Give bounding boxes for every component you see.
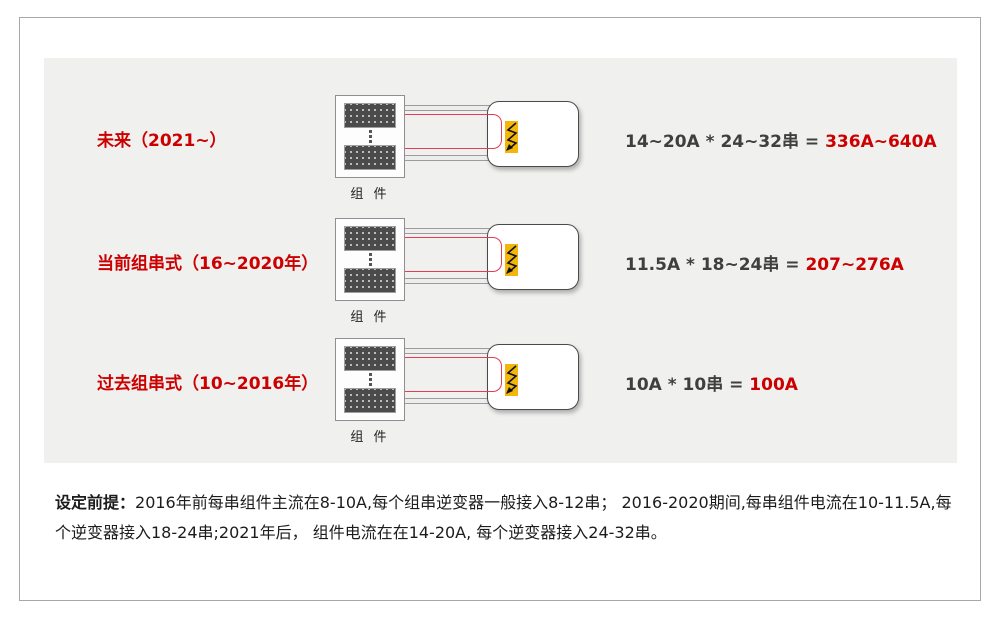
pv-panel bbox=[344, 388, 396, 413]
ellipsis-dots bbox=[368, 253, 372, 266]
dc-wire-red-loop bbox=[405, 357, 502, 392]
assumption-prefix: 设定前提： bbox=[55, 493, 136, 512]
module-label: 组 件 bbox=[350, 187, 390, 202]
dc-wire-gray-bottom bbox=[405, 278, 492, 284]
assumption-note: 设定前提：2016年前每串组件主流在8-10A,每个组串逆变器一般接入8-12串… bbox=[55, 488, 957, 547]
pv-panel bbox=[344, 268, 396, 293]
formula-expression: 11.5A * 18~24串 = bbox=[625, 255, 806, 275]
era-label: 当前组串式（16~2020年） bbox=[97, 254, 319, 274]
lightning-bolt-icon bbox=[505, 121, 518, 153]
formula-result: 336A~640A bbox=[825, 132, 937, 152]
dc-wire-red-loop bbox=[405, 237, 502, 272]
inverter-box bbox=[487, 344, 579, 410]
dc-wire-gray-top bbox=[405, 228, 492, 234]
diagram-row-current: 当前组串式（16~2020年） 组 件 11.5A * 18~24串 = 207… bbox=[44, 218, 957, 333]
pv-module-box bbox=[335, 338, 405, 421]
pv-panel bbox=[344, 103, 396, 128]
module-label: 组 件 bbox=[350, 430, 390, 445]
inverter-box bbox=[487, 224, 579, 290]
diagram-row-past: 过去组串式（10~2016年） 组 件 10A * 10串 = 100A bbox=[44, 338, 957, 453]
formula-expression: 10A * 10串 = bbox=[625, 375, 750, 395]
dc-wire-gray-top bbox=[405, 105, 492, 111]
pv-panel bbox=[344, 145, 396, 170]
current-formula: 10A * 10串 = 100A bbox=[625, 370, 798, 395]
dc-wire-gray-top bbox=[405, 348, 492, 354]
diagram-row-future: 未来（2021~） 组 件 14~20A * 24~32串 = 336A~640… bbox=[44, 95, 957, 210]
diagram-panel: 未来（2021~） 组 件 14~20A * 24~32串 = 336A~640… bbox=[44, 58, 957, 463]
ellipsis-dots bbox=[368, 373, 372, 386]
pv-panel bbox=[344, 226, 396, 251]
lightning-bolt-icon bbox=[505, 364, 518, 396]
current-formula: 14~20A * 24~32串 = 336A~640A bbox=[625, 127, 937, 152]
pv-panel bbox=[344, 346, 396, 371]
ellipsis-dots bbox=[368, 130, 372, 143]
dc-wire-gray-bottom bbox=[405, 155, 492, 161]
pv-module-box bbox=[335, 218, 405, 301]
formula-result: 207~276A bbox=[805, 255, 904, 275]
formula-expression: 14~20A * 24~32串 = bbox=[625, 132, 826, 152]
era-label: 过去组串式（10~2016年） bbox=[97, 374, 319, 394]
formula-result: 100A bbox=[749, 375, 798, 395]
pv-module-box bbox=[335, 95, 405, 178]
current-formula: 11.5A * 18~24串 = 207~276A bbox=[625, 250, 904, 275]
module-label: 组 件 bbox=[350, 310, 390, 325]
lightning-bolt-icon bbox=[505, 244, 518, 276]
dc-wire-red-loop bbox=[405, 114, 502, 149]
era-label: 未来（2021~） bbox=[97, 131, 227, 151]
inverter-box bbox=[487, 101, 579, 167]
dc-wire-gray-bottom bbox=[405, 398, 492, 404]
assumption-text: 2016年前每串组件主流在8-10A,每个组串逆变器一般接入8-12串； 201… bbox=[55, 493, 952, 542]
